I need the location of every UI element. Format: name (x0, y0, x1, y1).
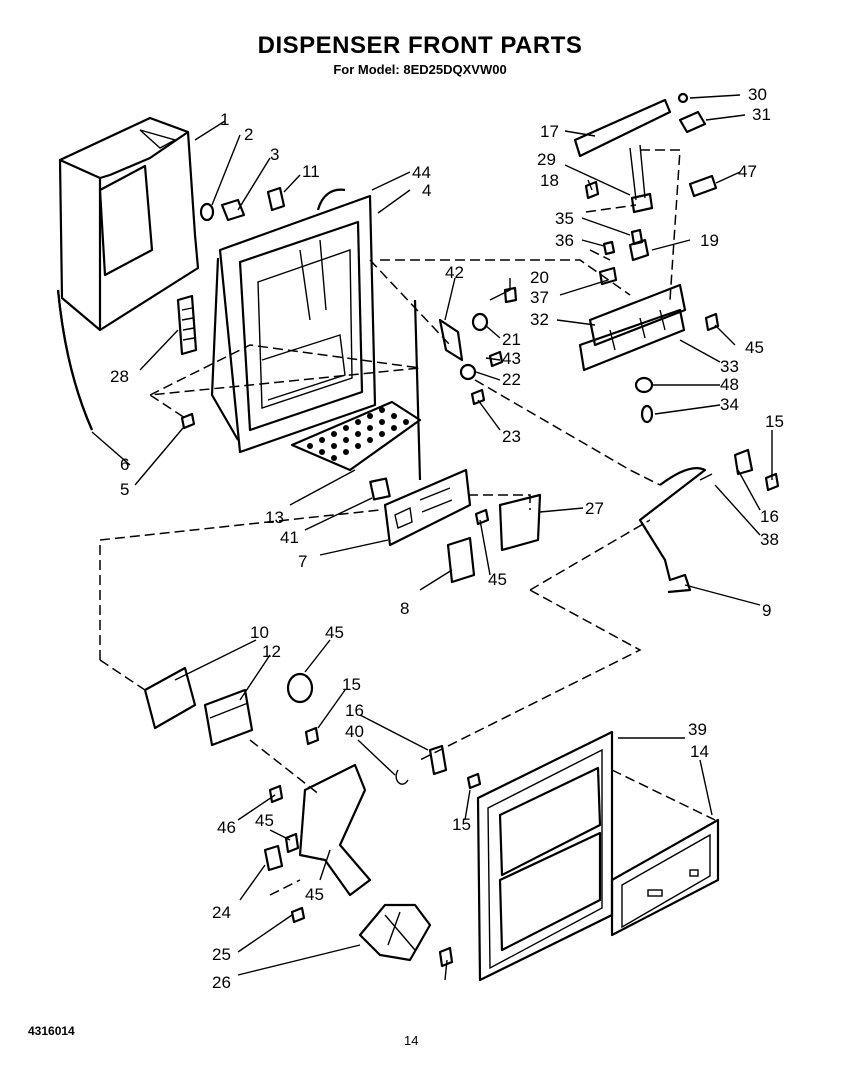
part-17-rail (573, 98, 672, 158)
callout-19: 19 (700, 231, 719, 250)
callout-27: 27 (585, 499, 604, 518)
callout-13: 13 (265, 508, 284, 527)
callout-39: 14 (690, 742, 709, 761)
part-21-knob (471, 312, 489, 332)
part-11-screw (266, 186, 286, 212)
part-31-clip (678, 110, 707, 134)
page-title: DISPENSER FRONT PARTS (257, 32, 583, 59)
callout-24: 45 (305, 885, 324, 904)
part-1-housing (56, 116, 200, 431)
model-subtitle: For Model: 8ED25DQXVW00 (333, 62, 507, 77)
part-29-switch (629, 144, 654, 214)
callout-23: 23 (502, 427, 521, 446)
callout-6: 6 (120, 455, 129, 474)
callout-45f: 25 (212, 945, 231, 964)
callout-46: 45 (255, 811, 274, 830)
callout-21: 21 (502, 330, 521, 349)
part-10-bracket (203, 688, 254, 747)
callout-42: 42 (445, 263, 464, 282)
callout-44: 44 (412, 163, 431, 182)
callout-16b: 40 (345, 722, 364, 741)
callout-12: 45 (325, 623, 344, 642)
callout-30: 30 (748, 85, 767, 104)
callout-15c: 24 (212, 903, 231, 922)
part-7-bracket (383, 299, 472, 547)
part-47-connector (688, 174, 718, 198)
part-25-chute (358, 903, 432, 962)
callout-41: 41 (280, 528, 299, 547)
part-9-paddle (143, 666, 197, 730)
callout-10: 12 (262, 642, 281, 661)
callout-7: 7 (298, 552, 307, 571)
part-48-actuator (634, 376, 654, 394)
part-34-tip (640, 404, 654, 424)
callout-29: 29 (537, 150, 556, 169)
part-2-ring (199, 202, 215, 222)
part-24-lever (298, 763, 372, 897)
callout-31: 31 (752, 105, 771, 124)
callout-47: 47 (738, 162, 757, 181)
callout-4: 4 (422, 181, 431, 200)
part-22-spacer (459, 363, 477, 381)
document-number: 4316014 (28, 1024, 75, 1038)
callout-45b: 45 (488, 570, 507, 589)
callout-11: 11 (302, 162, 320, 181)
part-3-coupler (220, 198, 246, 222)
callout-5: 5 (120, 480, 129, 499)
callout-43: 43 (502, 349, 521, 368)
callout-45e: 15 (452, 815, 471, 834)
callout-48: 48 (720, 375, 739, 394)
part-27-cover (498, 493, 542, 552)
callout-2: 2 (244, 125, 253, 144)
callout-3: 3 (270, 145, 279, 164)
callout-17: 17 (540, 122, 559, 141)
page-number: 14 (404, 1033, 419, 1048)
part-40-door (476, 730, 614, 982)
part-30-screw (677, 92, 689, 104)
callout-8: 8 (400, 599, 409, 618)
callout-38: 9 (762, 601, 771, 620)
part-41-label (369, 477, 391, 501)
part-8-cover (446, 536, 476, 584)
part-15-16-hinge (263, 744, 448, 872)
callout-15a: 16 (760, 507, 779, 526)
callout-14: 46 (217, 818, 236, 837)
callout-9: 10 (250, 623, 269, 642)
callout-45c: 15 (765, 412, 784, 431)
callout-16a: 38 (760, 530, 779, 549)
part-12-clamp (286, 672, 314, 704)
callout-32: 32 (530, 310, 549, 329)
callout-1: 1 (220, 110, 229, 129)
part-38-lever (638, 448, 754, 594)
callout-45a: 45 (745, 338, 764, 357)
callout-36: 36 (555, 231, 574, 250)
part-39-panel (610, 818, 720, 937)
part-42-bracket (438, 318, 464, 362)
callout-25: 26 (212, 973, 231, 992)
callout-40: 39 (688, 720, 707, 739)
part-13-grille (290, 400, 422, 472)
part-4-frame (210, 188, 377, 454)
callout-22: 22 (502, 370, 521, 389)
callout-37: 37 (530, 288, 549, 307)
callout-45d: 15 (342, 675, 361, 694)
callout-33: 33 (720, 357, 739, 376)
callout-35: 35 (555, 209, 574, 228)
fasteners (180, 180, 780, 968)
part-28-panel (176, 294, 198, 356)
callout-28: 28 (110, 367, 129, 386)
part-32-33-bracket (578, 283, 687, 372)
leader-lines (91, 94, 773, 981)
callout-15b: 16 (345, 701, 364, 720)
callout-34: 34 (720, 395, 739, 414)
callout-labels: 1 2 3 11 44 4 28 6 5 30 31 17 29 47 18 3… (110, 85, 784, 992)
callout-18: 18 (540, 171, 559, 190)
callout-20: 20 (530, 268, 549, 287)
assembly-dashed-lines (99, 149, 716, 896)
